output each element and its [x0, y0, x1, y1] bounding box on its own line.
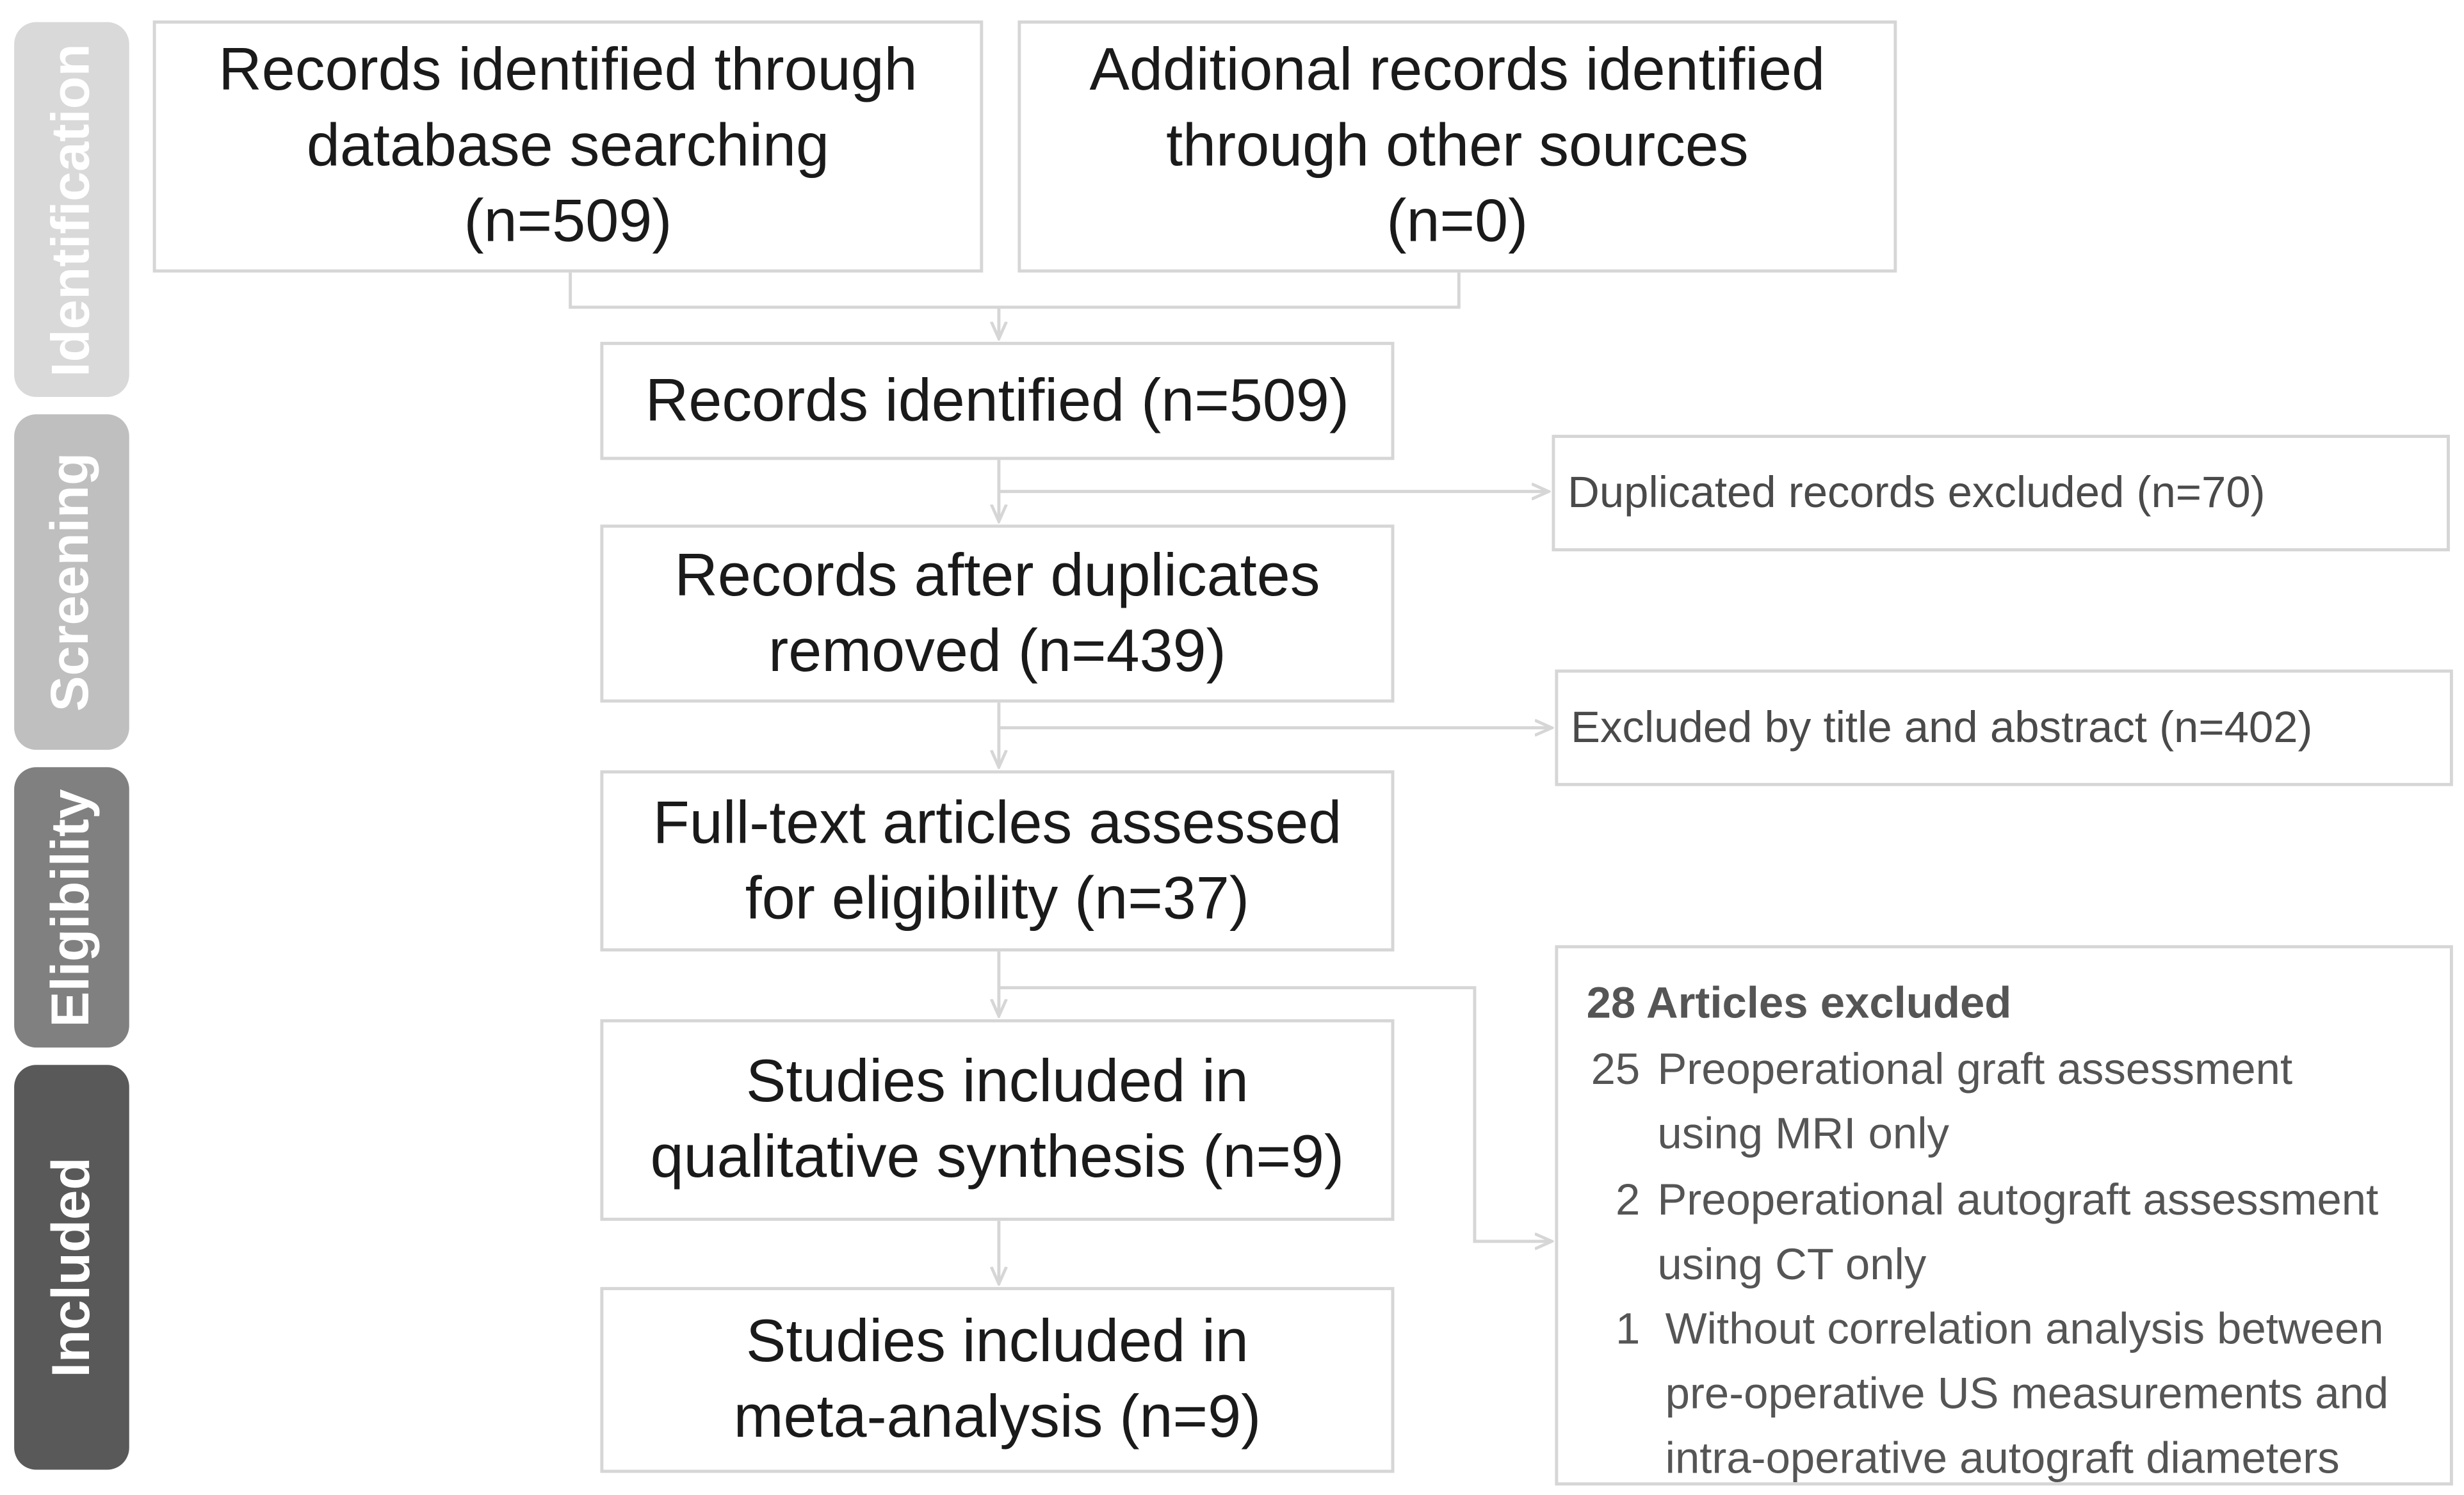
excluded-reason-line: Without correlation analysis between: [1665, 1304, 2384, 1354]
arrow-to-articles-excluded: [998, 986, 1552, 1241]
title-abstract-excluded-text: Excluded by title and abstract (n=402): [1571, 702, 2313, 752]
box-text-line: (n=0): [1386, 189, 1528, 255]
stage-label-screening: Screening: [14, 414, 129, 750]
box-other-sources: Additional records identified through ot…: [1017, 20, 1897, 273]
box-text-line: removed (n=439): [768, 618, 1226, 685]
box-full-text: Full-text articles assessed for eligibil…: [600, 770, 1395, 952]
stage-label-eligibility: Eligibility: [14, 767, 129, 1048]
box-duplicates-excluded: Duplicated records excluded (n=70): [1552, 435, 2450, 552]
excluded-count: 2: [1615, 1175, 1641, 1224]
box-text-line: Full-text articles assessed: [652, 789, 1342, 857]
box-text-line: Studies included in: [745, 1049, 1249, 1115]
box-text-line: (n=509): [464, 189, 672, 255]
excluded-reason-line: intra-operative autograft diameters: [1665, 1433, 2340, 1483]
excluded-reason-line: using MRI only: [1657, 1109, 1949, 1158]
box-qualitative-synthesis: Studies included in qualitative synthesi…: [600, 1019, 1395, 1221]
box-text-line: qualitative synthesis (n=9): [650, 1124, 1345, 1192]
excluded-reason-line: Preoperational graft assessment: [1657, 1044, 2293, 1094]
excluded-count: 1: [1615, 1304, 1641, 1354]
duplicates-excluded-text: Duplicated records excluded (n=70): [1568, 467, 2265, 517]
box-records-identified: Records identified (n=509): [600, 341, 1395, 460]
excluded-reason-line: Preoperational autograft assessment: [1657, 1175, 2379, 1224]
stage-label-identification-text: Identification: [40, 42, 101, 376]
excluded-reason-line: using CT only: [1657, 1240, 1927, 1289]
box-database-records: Records identified through database sear…: [152, 20, 984, 273]
box-text-line: Records after duplicates: [674, 542, 1320, 609]
box-articles-excluded: 28 Articles excluded 25 Preoperational g…: [1555, 945, 2453, 1486]
stage-label-included: Included: [14, 1065, 129, 1470]
merge-connector: [569, 272, 1461, 309]
box-title-abstract-excluded: Excluded by title and abstract (n=402): [1555, 669, 2453, 786]
articles-excluded-title: 28 Articles excluded: [1586, 978, 2012, 1028]
stage-label-included-text: Included: [40, 1157, 101, 1378]
stage-label-eligibility-text: Eligibility: [40, 788, 101, 1027]
box-text-line: Records identified through: [218, 38, 918, 104]
box-text-line: Studies included in: [745, 1309, 1249, 1375]
box-text-line: Records identified (n=509): [645, 368, 1350, 434]
box-text-line: through other sources: [1166, 113, 1749, 180]
box-text-line: meta-analysis (n=9): [733, 1384, 1261, 1451]
box-text-line: database searching: [306, 113, 830, 180]
box-after-duplicates: Records after duplicates removed (n=439): [600, 524, 1395, 703]
stage-label-screening-text: Screening: [40, 452, 101, 712]
excluded-reason-line: pre-operative US measurements and: [1665, 1369, 2389, 1418]
excluded-count: 25: [1591, 1044, 1641, 1094]
box-text-line: Additional records identified: [1089, 38, 1826, 104]
box-meta-analysis: Studies included in meta-analysis (n=9): [600, 1287, 1395, 1473]
stage-label-identification: Identification: [14, 22, 129, 398]
box-text-line: for eligibility (n=37): [745, 865, 1250, 932]
